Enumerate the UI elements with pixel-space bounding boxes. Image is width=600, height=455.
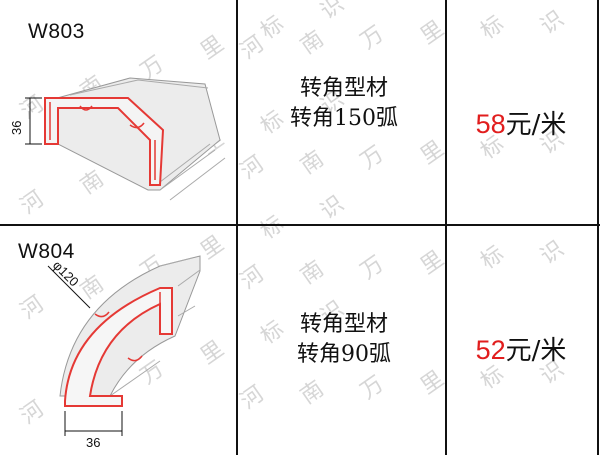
price-number: 52 <box>475 335 506 365</box>
desc-line-2: 转角150弧 <box>290 106 398 131</box>
product-code: W804 <box>18 240 75 263</box>
desc-line-1: 转角型材 <box>299 76 388 101</box>
dimension-label: 36 <box>86 435 100 450</box>
desc-line-1: 转角型材 <box>299 312 388 337</box>
price-unit: 元/米 <box>505 336 567 366</box>
table-divider-col1 <box>236 0 238 455</box>
dimension-36: 36 <box>10 97 42 145</box>
table-divider-row <box>0 224 600 226</box>
price: 58元/米 <box>446 104 596 141</box>
price-unit: 元/米 <box>505 110 567 140</box>
table-row: W804 φ120 36 <box>0 226 600 455</box>
dimension-36: 36 <box>64 411 123 450</box>
table-border-right <box>597 0 599 455</box>
product-description: 转角型材 转角90弧 <box>229 310 459 370</box>
dimension-diameter: φ120 <box>47 258 91 309</box>
product-description: 转角型材 转角150弧 <box>229 74 459 134</box>
profile-drawing-w803: 36 <box>10 77 226 201</box>
profile-drawing-w804: φ120 36 <box>47 255 201 450</box>
dimension-label: 36 <box>10 121 24 135</box>
diameter-label: φ120 <box>50 258 82 290</box>
table-divider-col2 <box>445 0 447 455</box>
price: 52元/米 <box>446 330 596 367</box>
desc-line-2: 转角90弧 <box>297 342 391 367</box>
product-code: W803 <box>28 20 85 43</box>
price-number: 58 <box>475 109 506 139</box>
table-row: W803 36 转角型材 转角150弧 <box>0 0 600 224</box>
